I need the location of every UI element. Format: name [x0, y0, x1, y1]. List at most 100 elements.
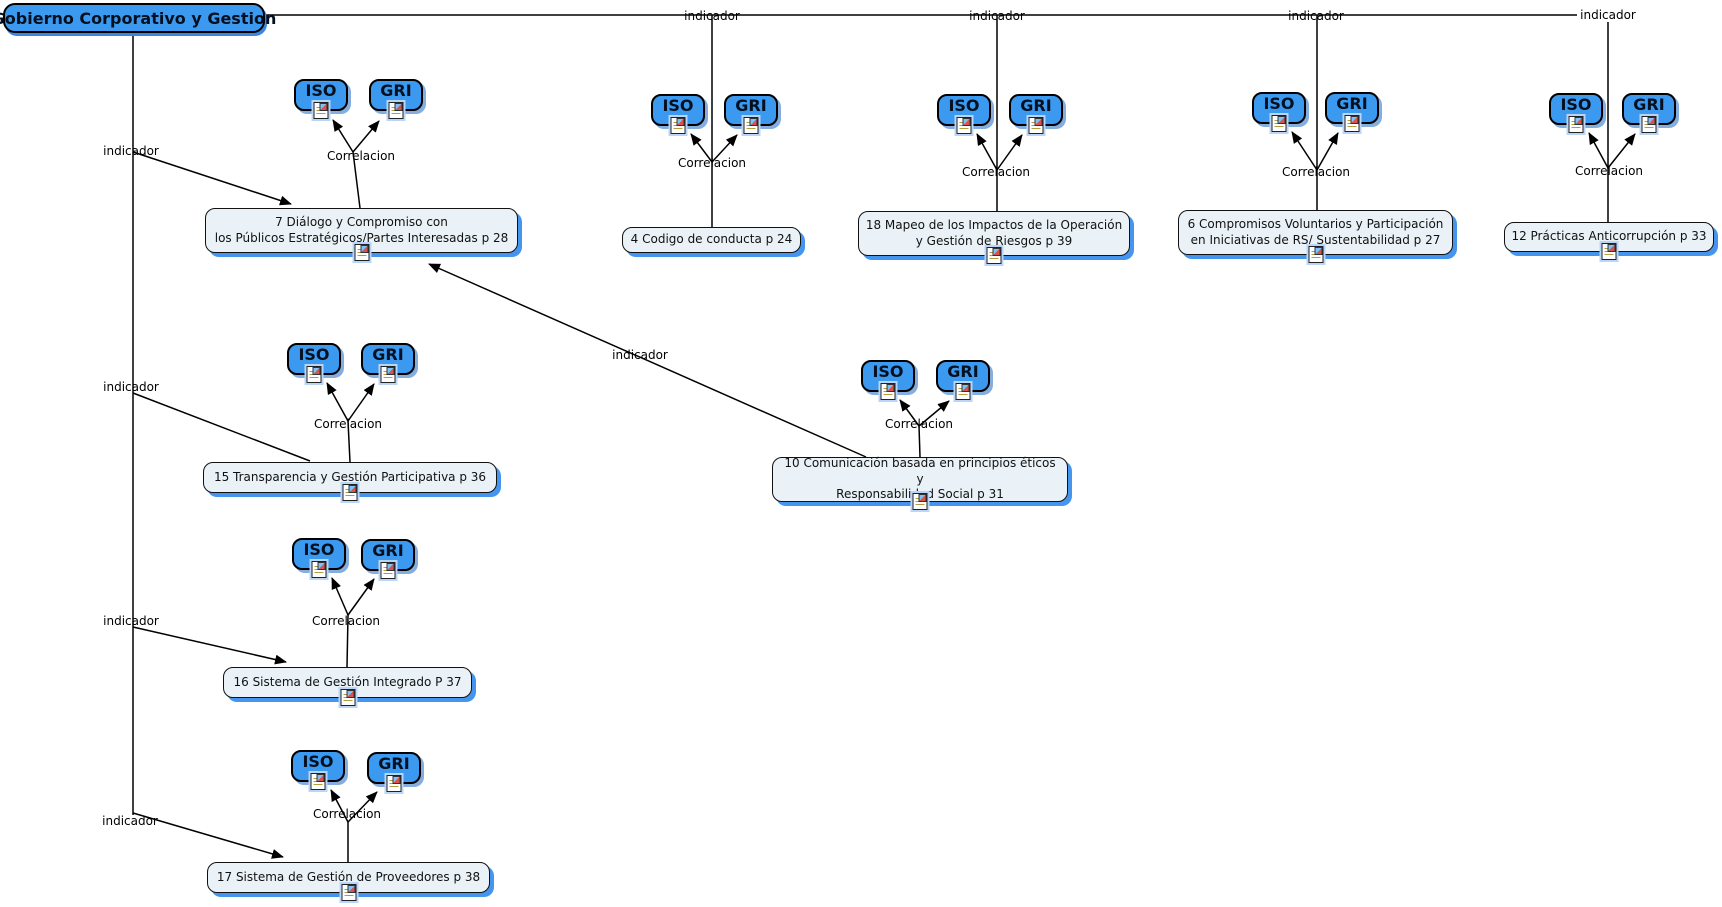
concept-6-compromisos-voluntarios[interactable]: 6 Compromisos Voluntarios y Participació…: [1178, 210, 1453, 263]
document-resource-icon[interactable]: [306, 366, 322, 383]
gri-badge[interactable]: GRI: [361, 539, 415, 579]
document-resource-icon[interactable]: [1601, 243, 1617, 260]
edge-label-correlacion: Correlacion: [1281, 165, 1351, 179]
iso-badge[interactable]: ISO: [287, 343, 341, 383]
document-resource-icon[interactable]: [380, 366, 396, 383]
document-resource-icon[interactable]: [1308, 246, 1323, 263]
edge-label-correlacion: Correlacion: [884, 417, 954, 431]
gri-badge[interactable]: GRI: [367, 752, 421, 792]
document-resource-icon[interactable]: [1028, 117, 1044, 134]
gri-badge[interactable]: GRI: [361, 343, 415, 383]
concept-label: 4 Codigo de conducta p 24: [630, 232, 793, 247]
document-resource-icon[interactable]: [1641, 116, 1657, 133]
edge-label-indicador: indicador: [103, 380, 159, 394]
iso-badge[interactable]: ISO: [1252, 92, 1306, 132]
document-resource-icon[interactable]: [386, 775, 402, 792]
badge-label: ISO: [662, 96, 694, 115]
edge-label-correlacion: Correlacion: [312, 807, 382, 821]
document-resource-icon[interactable]: [912, 493, 928, 510]
document-resource-icon[interactable]: [1344, 115, 1360, 132]
edge-label-indicador: indicador: [612, 348, 668, 362]
root-concept-title[interactable]: Gobierno Corporativo y Gestion: [0, 3, 276, 33]
document-resource-icon[interactable]: [311, 561, 327, 578]
gri-badge[interactable]: GRI: [1009, 94, 1063, 134]
badge-label: GRI: [372, 541, 404, 560]
badge-label: ISO: [1263, 94, 1295, 113]
badge-label: GRI: [1020, 96, 1052, 115]
document-resource-icon[interactable]: [313, 102, 329, 119]
concept-15-transparencia-gestion[interactable]: 15 Transparencia y Gestión Participativa…: [203, 462, 497, 501]
iso-badge[interactable]: ISO: [861, 360, 915, 400]
edge-label-indicador: indicador: [103, 614, 159, 628]
document-resource-icon[interactable]: [388, 102, 404, 119]
concept-12-practicas-anticorrupcion[interactable]: 12 Prácticas Anticorrupción p 33: [1504, 222, 1714, 260]
badge-label: GRI: [372, 345, 404, 364]
concept-label: 15 Transparencia y Gestión Participativa…: [213, 469, 487, 484]
badge-label: ISO: [302, 752, 334, 771]
badge-label: ISO: [303, 540, 335, 559]
gri-badge[interactable]: GRI: [724, 94, 778, 134]
edge-label-correlacion: Correlacion: [961, 165, 1031, 179]
concept-label: 17 Sistema de Gestión de Proveedores p 3…: [216, 869, 481, 884]
badge-label: ISO: [305, 81, 337, 100]
concept-label: 16 Sistema de Gestión Integrado P 37: [233, 674, 462, 689]
badge-label: ISO: [948, 96, 980, 115]
badge-label: GRI: [378, 754, 410, 773]
gri-badge[interactable]: GRI: [1622, 93, 1676, 133]
badge-label: GRI: [947, 362, 979, 381]
concept-label: 18 Mapeo de los Impactos de la Operación…: [865, 217, 1123, 248]
document-resource-icon[interactable]: [380, 562, 396, 579]
document-resource-icon[interactable]: [880, 383, 896, 400]
badge-label: ISO: [298, 345, 330, 364]
concept-10-comunicacion-principios[interactable]: 10 Comunicación basada en principios éti…: [772, 456, 1068, 510]
edge-label-correlacion: Correlacion: [313, 417, 383, 431]
edge-label-indicador: indicador: [969, 9, 1025, 23]
badge-label: ISO: [872, 362, 904, 381]
concept-4-codigo-conducta[interactable]: 4 Codigo de conducta p 24: [622, 227, 801, 253]
concept-17-sistema-gestion-proveedores[interactable]: 17 Sistema de Gestión de Proveedores p 3…: [207, 862, 490, 901]
document-resource-icon[interactable]: [1271, 115, 1287, 132]
edge-label-indicador: indicador: [103, 144, 159, 158]
document-resource-icon[interactable]: [354, 244, 369, 261]
root-concept-label: Gobierno Corporativo y Gestion: [0, 8, 277, 28]
document-resource-icon[interactable]: [986, 247, 1002, 264]
concept-7-dialogo-compromiso[interactable]: 7 Diálogo y Compromiso con los Públicos …: [205, 208, 518, 261]
badge-label: GRI: [735, 96, 767, 115]
concept-label: 10 Comunicación basada en principios éti…: [784, 456, 1056, 502]
concept-18-mapeo-impactos[interactable]: 18 Mapeo de los Impactos de la Operación…: [858, 211, 1130, 264]
document-resource-icon[interactable]: [743, 117, 759, 134]
badge-label: GRI: [1633, 95, 1665, 114]
document-resource-icon[interactable]: [670, 117, 686, 134]
gri-badge[interactable]: GRI: [369, 79, 423, 119]
iso-badge[interactable]: ISO: [294, 79, 348, 119]
document-resource-icon[interactable]: [342, 484, 358, 501]
edge-label-indicador: indicador: [102, 814, 158, 828]
iso-badge[interactable]: ISO: [651, 94, 705, 134]
document-resource-icon[interactable]: [341, 884, 356, 901]
edge-label-correlacion: Correlacion: [326, 149, 396, 163]
concept-16-sistema-gestion-integrado[interactable]: 16 Sistema de Gestión Integrado P 37: [223, 667, 472, 706]
document-resource-icon[interactable]: [956, 117, 972, 134]
concept-label: 7 Diálogo y Compromiso con los Públicos …: [214, 214, 509, 245]
concept-label: 6 Compromisos Voluntarios y Participació…: [1187, 216, 1444, 247]
iso-badge[interactable]: ISO: [937, 94, 991, 134]
document-resource-icon[interactable]: [340, 689, 355, 706]
badge-label: GRI: [1336, 94, 1368, 113]
badge-label: GRI: [380, 81, 412, 100]
gri-badge[interactable]: GRI: [936, 360, 990, 400]
edge-label-indicador: indicador: [1580, 8, 1636, 22]
badge-label: ISO: [1560, 95, 1592, 114]
document-resource-icon[interactable]: [1568, 116, 1584, 133]
edge-label-indicador: indicador: [1288, 9, 1344, 23]
iso-badge[interactable]: ISO: [1549, 93, 1603, 133]
iso-badge[interactable]: ISO: [291, 750, 345, 790]
document-resource-icon[interactable]: [955, 383, 971, 400]
edge-label-indicador: indicador: [684, 9, 740, 23]
concept-label: 12 Prácticas Anticorrupción p 33: [1511, 229, 1707, 244]
iso-badge[interactable]: ISO: [292, 538, 346, 578]
edge-label-correlacion: Correlacion: [677, 156, 747, 170]
document-resource-icon[interactable]: [310, 773, 326, 790]
gri-badge[interactable]: GRI: [1325, 92, 1379, 132]
edge-label-correlacion: Correlacion: [1574, 164, 1644, 178]
